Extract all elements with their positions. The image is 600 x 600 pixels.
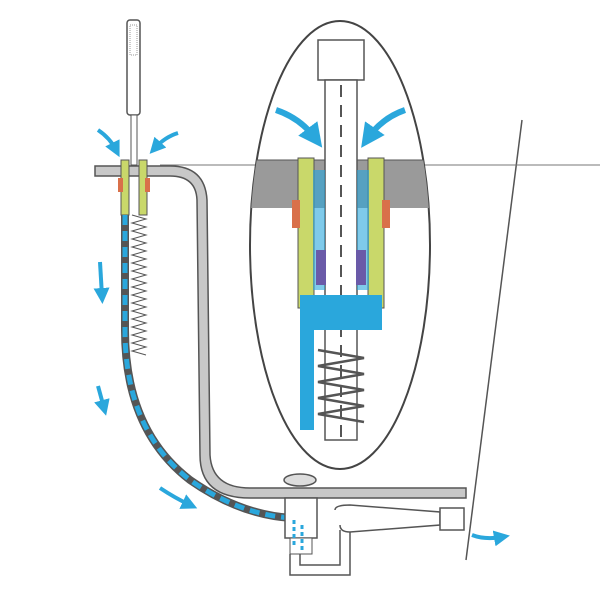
shower-hose-water xyxy=(122,215,293,521)
hand-shower xyxy=(126,19,141,166)
detail-magnified-view xyxy=(249,20,431,470)
hose-spring xyxy=(130,214,148,356)
bath-side-wall xyxy=(465,119,523,561)
waste-drain xyxy=(283,473,465,576)
flow-arrows xyxy=(93,128,510,547)
tub-wall xyxy=(94,165,467,499)
